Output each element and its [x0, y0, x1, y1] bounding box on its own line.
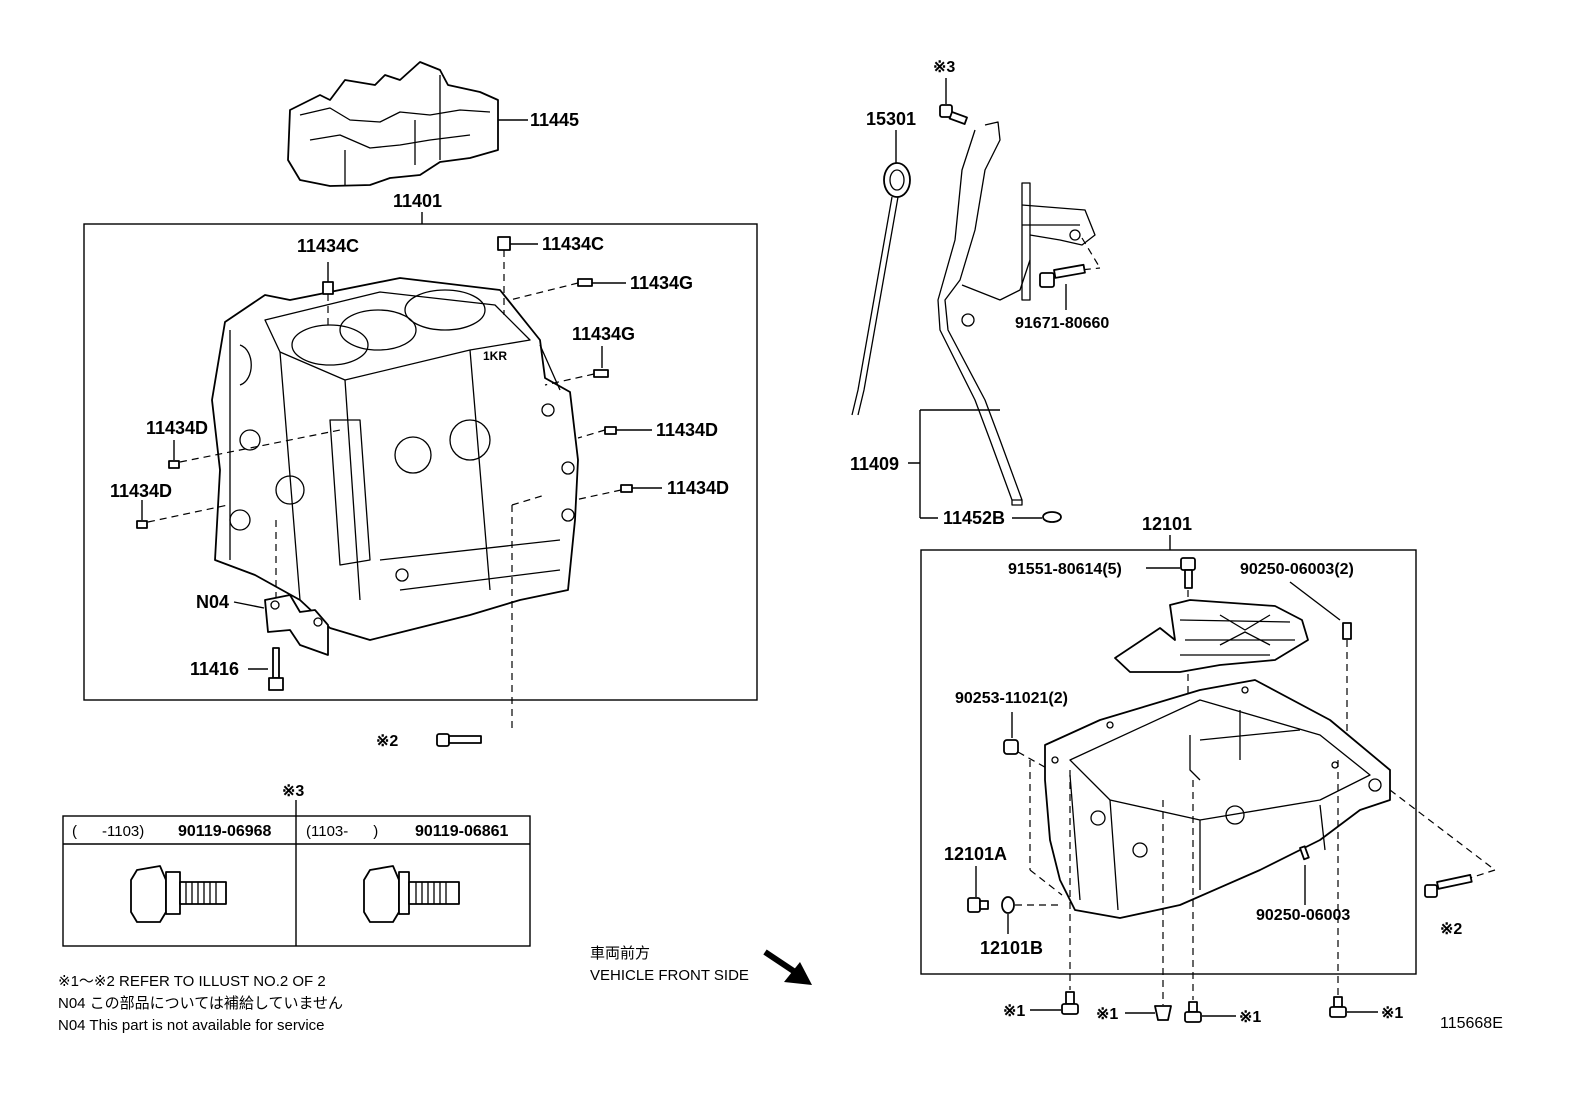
pin-11434d-right-lower — [620, 484, 633, 493]
bolt-ref1-b — [1154, 1005, 1172, 1021]
label-11434g-top: 11434G — [630, 273, 693, 293]
bearing-cap-drawing — [264, 594, 329, 656]
bolt-table — [62, 815, 531, 947]
vehicle-front-jp: 車両前方 — [590, 945, 650, 962]
label-ref3-top: ※3 — [933, 59, 955, 76]
bolt-table-col1-range: ( -1103) — [72, 823, 144, 840]
label-11401: 11401 — [393, 191, 442, 211]
bolt-91671-drawing — [1039, 263, 1086, 288]
oil-pan-frame — [920, 549, 1417, 975]
label-11434d-left-upper: 11434D — [146, 418, 208, 438]
pin-90250-upper — [1342, 622, 1352, 640]
pin-90250-lower — [1299, 845, 1310, 861]
bolt-table-col1-part: 90119-06968 — [178, 823, 272, 840]
label-11445: 11445 — [530, 110, 579, 130]
plug-90253 — [1003, 739, 1019, 755]
bolt-table-col2-range: (1103- ) — [306, 823, 378, 840]
pin-11434g-lower — [593, 369, 609, 378]
baffle-plate-drawing — [1114, 599, 1309, 673]
label-11434c-left: 11434C — [297, 236, 359, 256]
label-15301: 15301 — [866, 109, 916, 129]
label-11434d-left-lower: 11434D — [110, 481, 172, 501]
bolt-ref2-pan-drawing — [1424, 874, 1473, 898]
pin-11434d-right-upper — [604, 426, 617, 435]
label-12101a: 12101A — [944, 844, 1007, 864]
label-11416: 11416 — [190, 659, 239, 679]
label-ref1-c: ※1 — [1239, 1009, 1261, 1026]
insulator-11445-drawing — [287, 61, 499, 187]
engine-code-mark: 1KR — [483, 349, 507, 363]
label-ref1-a: ※1 — [1003, 1003, 1025, 1020]
cylinder-block-frame — [83, 223, 758, 701]
bolt-ref1-d — [1329, 996, 1347, 1018]
label-12101: 12101 — [1142, 514, 1192, 534]
pin-11434c-left — [322, 281, 334, 295]
bolt-90119-06861-drawing — [363, 865, 460, 923]
bolt-ref1-a — [1061, 991, 1079, 1015]
label-ref2-block: ※2 — [376, 733, 398, 750]
pin-11434d-left-lower — [136, 520, 148, 529]
note-n04-jp: N04 この部品については補給していません — [58, 995, 343, 1012]
vehicle-front-en: VEHICLE FRONT SIDE — [590, 967, 749, 984]
oil-pan-drawing — [1044, 679, 1391, 919]
gasket-12101b — [1001, 896, 1015, 914]
bolt-11416-drawing — [268, 647, 284, 691]
label-ref1-b: ※1 — [1096, 1006, 1118, 1023]
label-90250-06003-2: 90250-06003(2) — [1240, 561, 1354, 578]
bolt-90119-06968-drawing — [130, 865, 227, 923]
label-90253-11021-2: 90253-11021(2) — [955, 690, 1068, 707]
label-11434d-right-lower: 11434D — [667, 478, 729, 498]
diagram-id: 115668E — [1440, 1015, 1503, 1032]
label-n04: N04 — [196, 592, 229, 612]
drain-plug-12101a — [967, 897, 989, 913]
label-11434d-right-upper: 11434D — [656, 420, 718, 440]
label-91671-80660: 91671-80660 — [1015, 315, 1109, 332]
label-11409: 11409 — [850, 454, 899, 474]
bolt-ref3-top-drawing — [939, 104, 968, 125]
pin-11434c-right — [497, 236, 511, 251]
cylinder-block-drawing: 1KR — [211, 277, 579, 641]
bolt-ref2-block-drawing — [436, 733, 482, 747]
label-91551-80614: 91551-80614(5) — [1008, 561, 1122, 578]
dipstick-15301-drawing — [851, 162, 911, 416]
bolt-table-col2-part: 90119-06861 — [415, 823, 509, 840]
note-refer: ※1～※2 REFER TO ILLUST NO.2 OF 2 — [58, 973, 326, 990]
note-n04-en: N04 This part is not available for servi… — [58, 1017, 325, 1034]
label-ref2-pan: ※2 — [1440, 921, 1462, 938]
label-90250-06003: 90250-06003 — [1256, 907, 1350, 924]
o-ring-11452b — [1042, 511, 1062, 523]
bolt-table-title: ※3 — [282, 783, 304, 800]
bolt-91551-drawing — [1180, 557, 1196, 589]
pin-11434g-top — [577, 278, 593, 287]
guide-tube-11409-drawing — [937, 121, 1096, 506]
label-ref1-d: ※1 — [1381, 1005, 1403, 1022]
label-12101b: 12101B — [980, 938, 1043, 958]
pin-11434d-left-upper — [168, 460, 180, 469]
label-11434g-lower: 11434G — [572, 324, 635, 344]
bolt-ref1-c — [1184, 1001, 1202, 1023]
label-11452b: 11452B — [943, 508, 1005, 528]
label-11434c-right: 11434C — [542, 234, 604, 254]
front-direction-arrow-icon — [763, 949, 812, 985]
